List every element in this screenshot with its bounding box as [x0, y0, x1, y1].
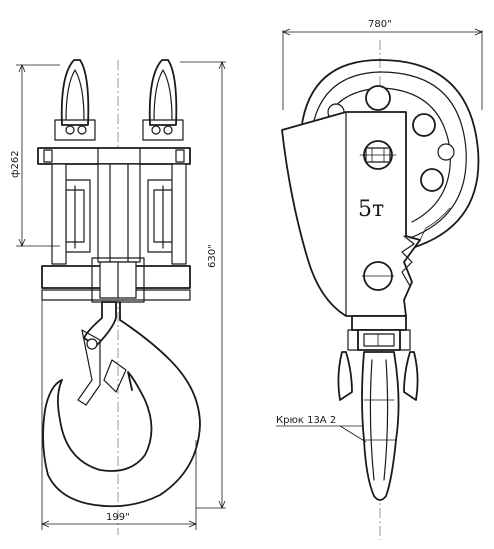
pulley-diameter-label: ф262: [10, 150, 21, 178]
side-view: 780" 5т: [276, 19, 484, 540]
height-label: 630": [207, 244, 218, 268]
width-left-label: 199": [106, 512, 130, 523]
capacity-label: 5т: [358, 197, 384, 222]
hook-callout-label: Крюк 13А 2: [276, 415, 336, 426]
width-right-label: 780": [368, 19, 392, 30]
front-view: [37, 59, 201, 535]
left-dimensions: ф262 630" 199": [10, 60, 226, 530]
left-pulley: [59, 59, 91, 253]
